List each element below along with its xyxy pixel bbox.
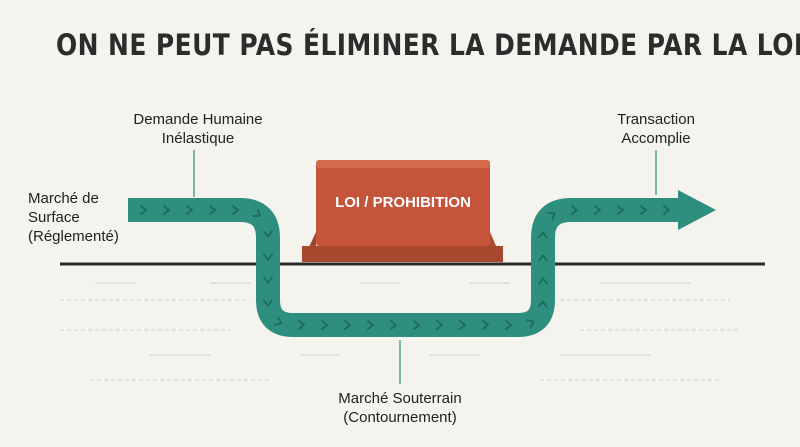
barrier-label: LOI / PROHIBITION — [335, 194, 471, 211]
chevron-mark — [163, 205, 171, 215]
chevron-mark — [413, 320, 421, 330]
chevron-mark — [547, 212, 556, 221]
chevron-mark — [571, 205, 579, 215]
chevron-mark — [262, 230, 273, 239]
demand-label: Demande Humaine Inélastique — [133, 111, 263, 147]
barrier-block — [302, 160, 503, 262]
chevron-mark — [594, 205, 602, 215]
page-title: ON NE PEUT PAS ÉLIMINER LA DEMANDE PAR L… — [56, 28, 800, 62]
chevron-mark — [262, 299, 273, 307]
underground-market-label: Marché Souterrain (Contournement) — [338, 390, 462, 426]
chevron-mark — [252, 208, 261, 217]
chevron-mark — [436, 320, 444, 330]
chevron-mark — [538, 254, 548, 262]
chevron-mark — [140, 205, 148, 215]
chevron-mark — [617, 205, 625, 215]
surface-market-label: Marché de Surface (Réglementé) — [28, 190, 119, 245]
chevron-mark — [321, 320, 329, 330]
chevron-mark — [344, 320, 352, 330]
chevron-mark — [298, 320, 306, 330]
chevron-mark — [537, 231, 548, 239]
flow-arrow — [128, 198, 680, 337]
chevron-mark — [640, 205, 648, 215]
chevron-mark — [263, 276, 273, 284]
chevron-pattern — [140, 205, 671, 330]
chevron-mark — [367, 320, 375, 330]
flow-arrowhead — [678, 190, 716, 230]
underground-strata — [60, 282, 740, 381]
chevron-mark — [390, 320, 398, 330]
leader-lines — [193, 150, 657, 384]
chevron-mark — [263, 253, 273, 261]
chevron-mark — [663, 205, 671, 215]
chevron-mark — [186, 205, 194, 215]
chevron-mark — [459, 320, 467, 330]
chevron-mark — [482, 320, 490, 330]
chevron-mark — [209, 205, 217, 215]
chevron-mark — [538, 277, 548, 285]
chevron-mark — [526, 319, 535, 329]
transaction-label: Transaction Accomplie — [617, 111, 695, 147]
chevron-mark — [505, 320, 513, 330]
chevron-mark — [232, 205, 240, 215]
chevron-mark — [274, 316, 283, 326]
chevron-mark — [537, 300, 548, 308]
